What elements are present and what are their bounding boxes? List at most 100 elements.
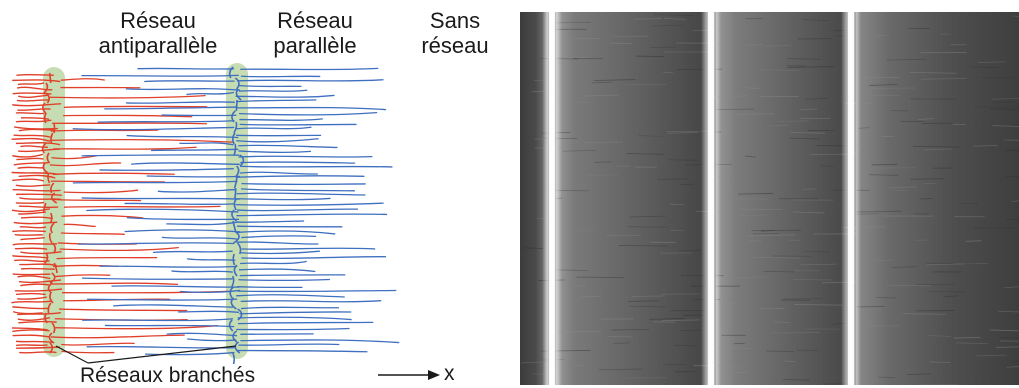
blue-filament [240,90,307,91]
red-filament [13,154,43,157]
blue-filament [127,218,238,220]
red-filament [16,203,43,204]
blue-filament [87,209,238,212]
red-filament [51,283,177,284]
blue-filament [241,251,319,253]
x-axis-label: x [444,362,455,386]
red-filament [54,147,197,149]
red-filament [22,217,53,218]
blue-filament [237,351,367,352]
red-filament [14,135,50,137]
red-filament [64,190,137,192]
blue-filament [241,340,399,343]
label-no-network: Sans réseau [405,8,505,58]
blue-filament [126,102,234,103]
blue-filament [83,278,233,279]
blue-filament [238,209,358,211]
blue-filament [127,136,238,138]
red-filament [19,212,46,214]
blue-filament [138,68,233,69]
blue-filament [237,329,349,330]
blue-filament [238,317,351,319]
blue-filament [100,169,233,171]
blue-filament [242,189,355,191]
red-filament [13,274,50,275]
red-filament [64,106,206,107]
blue-filament [242,307,339,308]
red-filament [18,167,43,168]
blue-filament [87,347,234,348]
blue-filament [145,81,234,82]
red-filament [19,129,54,130]
blue-filament [242,248,375,249]
blue-filament [132,163,240,164]
red-filament [21,238,44,240]
blue-filament [236,95,334,97]
red-filament [13,93,51,94]
x-axis-arrow-icon [378,365,440,383]
label-none-line1: Sans [405,8,505,33]
blue-filament [241,301,381,302]
red-filament [65,206,221,207]
filament-network-diagram [0,55,515,365]
blue-knot [236,100,237,111]
red-filament [13,244,56,245]
blue-filament [241,162,355,163]
blue-filament [241,166,392,167]
blue-filament [98,121,234,122]
blue-filament [240,172,317,174]
blue-filament [237,193,365,195]
blue-filament [158,190,236,192]
red-filament [20,227,45,228]
blue-knot [233,353,234,364]
blue-filament [147,176,239,177]
label-antiparallel-network: Réseau antiparallèle [78,8,238,58]
red-filament [13,335,48,337]
red-filament [53,123,207,124]
blue-filament [239,145,337,147]
label-parallel-line1: Réseau [250,8,380,33]
red-filament [51,335,184,338]
micrograph-band-2 [556,12,706,385]
red-filament [18,297,47,299]
red-filament [22,269,55,270]
blue-filament [239,86,301,87]
red-knot [50,73,51,83]
blue-filament [237,226,341,227]
blue-filament [240,119,322,120]
blue-filament [82,198,239,199]
blue-filament [241,68,378,69]
fluorescence-micrograph [520,12,1019,385]
blue-filament [237,231,335,234]
blue-filament [179,311,239,312]
label-antiparallel-line1: Réseau [78,8,238,33]
red-filament [50,96,205,98]
blue-filament [242,236,316,238]
red-filament [13,179,44,181]
red-filament [60,248,178,251]
blue-filament [236,176,364,177]
red-filament [60,309,187,310]
blue-filament [237,108,385,110]
blue-filament [237,214,387,216]
red-filament [14,312,42,314]
blue-filament [105,325,233,326]
blue-filament [237,242,318,244]
red-filament [51,181,164,182]
blue-filament [112,286,239,287]
branched-networks-label: Réseaux branchés [80,364,255,388]
red-filament [62,351,114,352]
blue-filament [240,312,351,314]
label-parallel-network: Réseau parallèle [250,8,380,58]
red-filament [19,83,44,84]
red-filament [13,307,48,309]
blue-filament [238,322,372,323]
blue-knot [235,188,236,199]
blue-filament [238,287,302,288]
blue-filament [241,261,306,263]
red-filament [20,264,56,265]
blue-filament [238,291,396,292]
red-filament [17,158,43,159]
blue-filament [240,124,356,125]
red-filament [17,341,53,342]
